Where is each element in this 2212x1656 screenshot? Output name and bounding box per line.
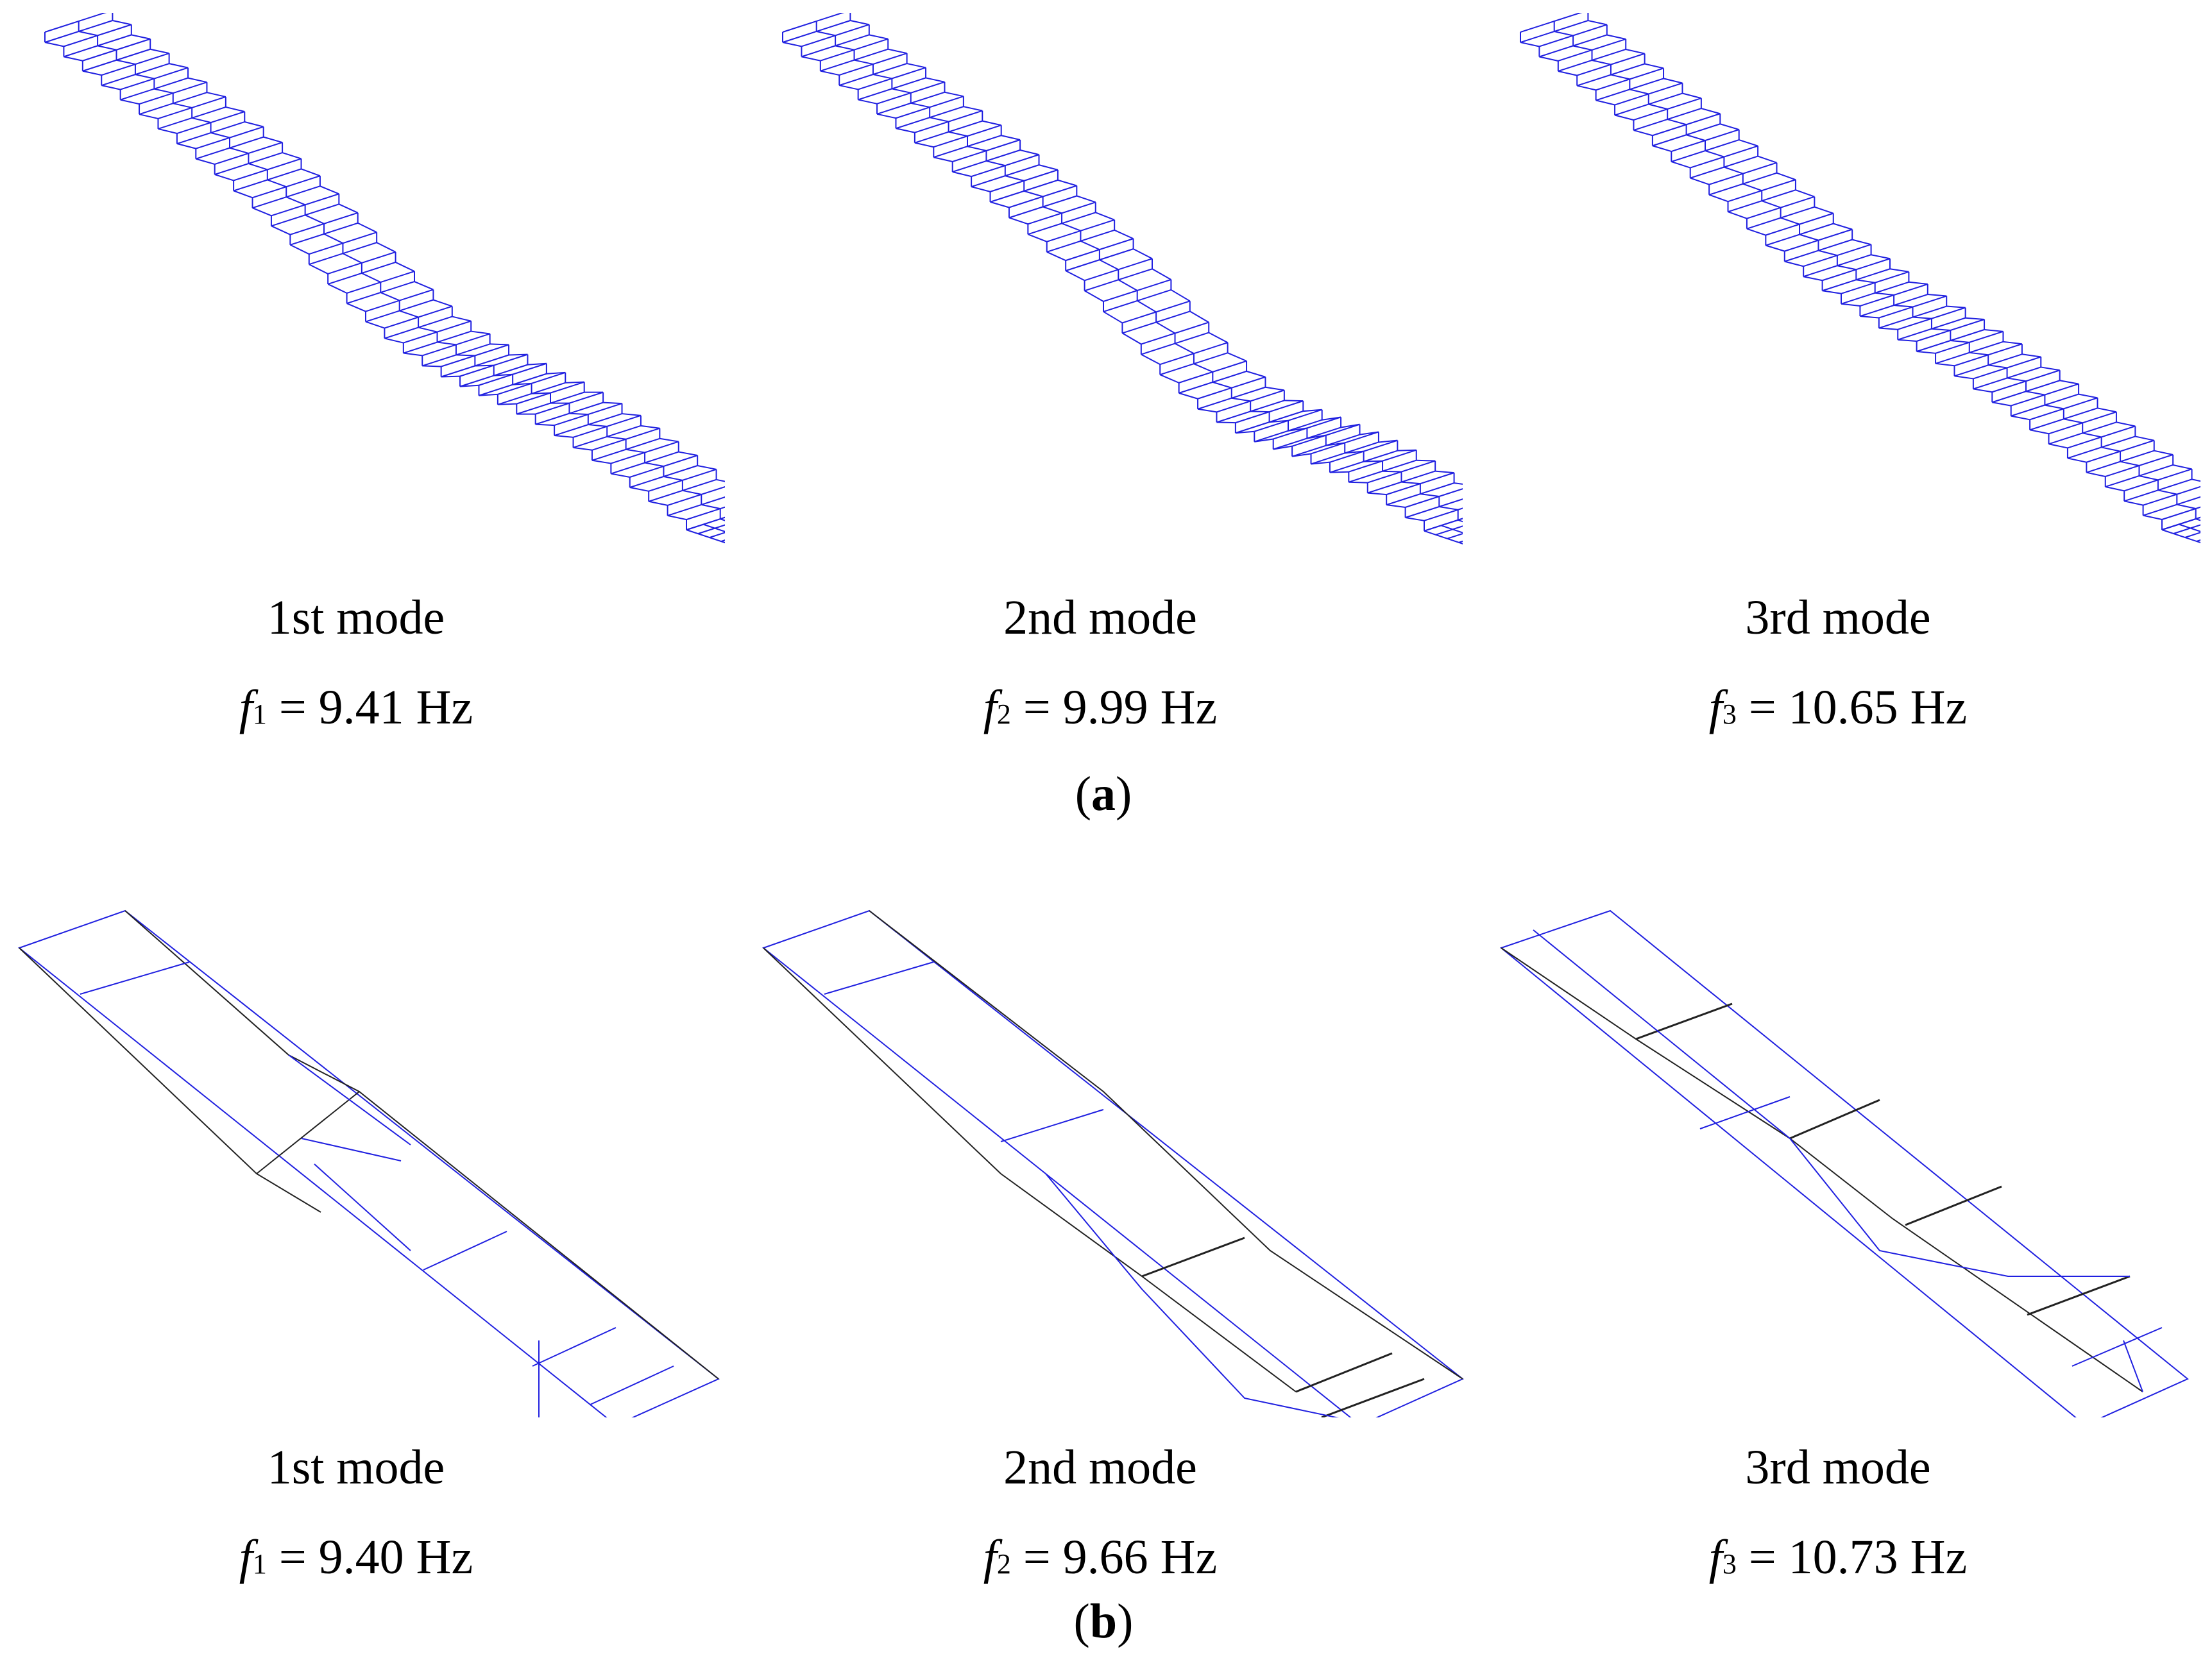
- panel-a-label: (a): [1075, 767, 1132, 821]
- panel-a-mode-1-stair-mesh: [19, 13, 725, 571]
- panel-b-mode-1-plate-mesh: [13, 891, 731, 1417]
- panel-b-mode-3-caption: 3rd mode: [1745, 1441, 1931, 1494]
- panel-b: 1st mode f1 = 9.40 Hz 2nd mode f2 = 9.66…: [0, 847, 2212, 1656]
- panel-b-mode-2-plate-mesh: [757, 891, 1476, 1417]
- panel-b-label: (b): [1073, 1594, 1134, 1648]
- panel-b-mode-2-frequency: f2 = 9.66 Hz: [983, 1530, 1218, 1584]
- panel-a-mode-3-frequency: f3 = 10.65 Hz: [1708, 680, 1968, 734]
- panel-a-mode-2-frequency: f2 = 9.99 Hz: [983, 680, 1218, 734]
- panel-a-mode-3-stair-mesh: [1495, 13, 2200, 571]
- panel-a-mode-1-frequency: f1 = 9.41 Hz: [239, 680, 473, 734]
- panel-b-mode-1-frequency: f1 = 9.40 Hz: [239, 1530, 473, 1584]
- panel-a-mode-1-caption: 1st mode: [267, 591, 445, 645]
- panel-a: 1st mode f1 = 9.41 Hz 2nd mode f2 = 9.99…: [0, 0, 2212, 821]
- panel-b-mode-3-frequency: f3 = 10.73 Hz: [1708, 1530, 1968, 1584]
- panel-a-mode-2-stair-mesh: [757, 13, 1463, 571]
- panel-b-mode-3-plate-mesh: [1495, 891, 2200, 1417]
- panel-a-mode-2-caption: 2nd mode: [1003, 591, 1197, 645]
- panel-a-mode-3-caption: 3rd mode: [1745, 591, 1931, 645]
- panel-b-mode-1-caption: 1st mode: [267, 1441, 445, 1494]
- panel-b-mode-2-caption: 2nd mode: [1003, 1441, 1197, 1494]
